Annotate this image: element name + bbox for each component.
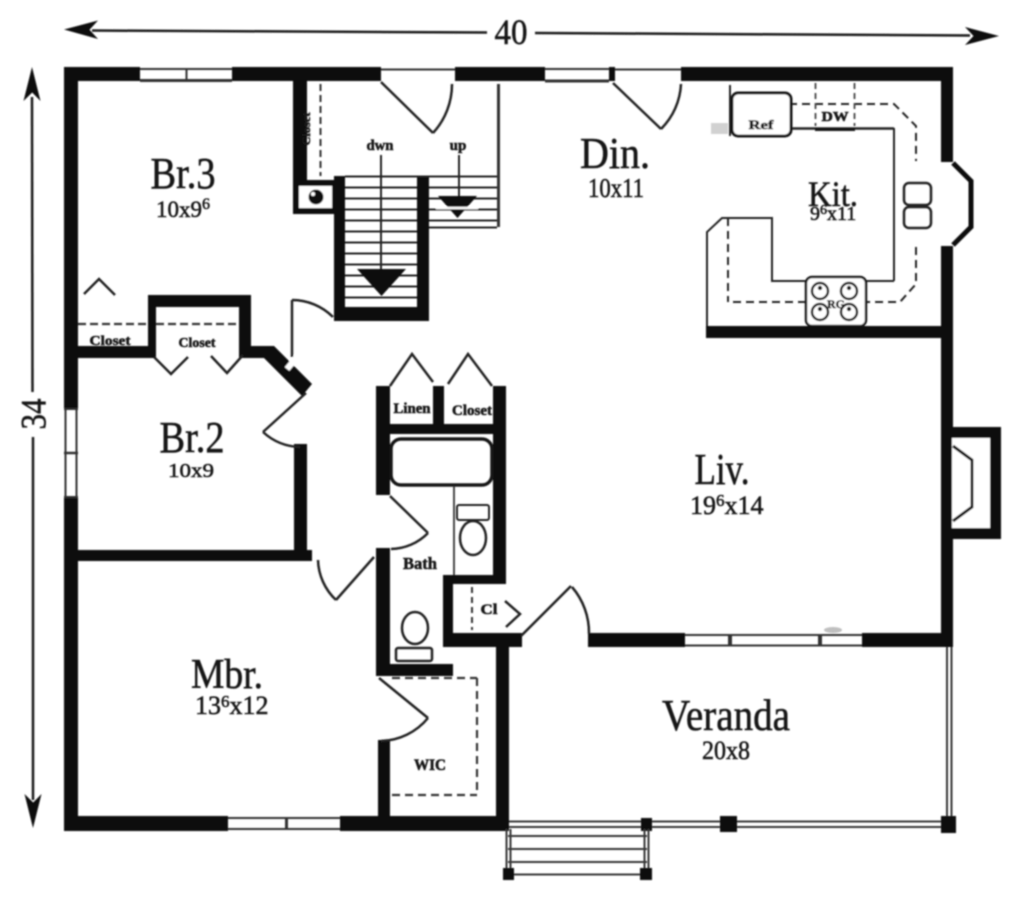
svg-text:Din.: Din.	[580, 129, 650, 178]
svg-text:Closet: Closet	[90, 334, 131, 349]
svg-text:Br.3: Br.3	[151, 149, 216, 198]
svg-text:Cl: Cl	[481, 602, 498, 618]
svg-text:Ref: Ref	[749, 118, 775, 132]
svg-text:20x8: 20x8	[702, 736, 750, 765]
svg-text:34: 34	[14, 399, 54, 430]
svg-text:RG: RG	[827, 297, 845, 311]
svg-text:dwn: dwn	[367, 138, 395, 154]
svg-text:Closet: Closet	[179, 336, 216, 351]
svg-text:10x11: 10x11	[588, 173, 644, 203]
svg-text:Closet: Closet	[452, 403, 492, 419]
svg-text:Veranda: Veranda	[662, 691, 790, 740]
svg-text:Br.2: Br.2	[160, 413, 225, 462]
svg-text:Liv.: Liv.	[695, 445, 750, 494]
svg-text:Mbr.: Mbr.	[191, 652, 263, 698]
svg-text:Bath: Bath	[403, 554, 438, 573]
svg-text:up: up	[450, 138, 467, 154]
svg-text:Kit.: Kit.	[808, 174, 858, 214]
svg-text:10x9: 10x9	[168, 460, 214, 482]
svg-text:DW: DW	[822, 110, 849, 125]
svg-text:96x11: 96x11	[810, 203, 856, 225]
svg-text:136x12: 136x12	[195, 691, 269, 720]
svg-text:196x14: 196x14	[690, 491, 764, 520]
svg-text:WIC: WIC	[414, 757, 446, 774]
svg-text:10x96: 10x96	[156, 196, 210, 222]
svg-text:Closet: Closet	[299, 113, 313, 146]
svg-text:40: 40	[495, 12, 528, 52]
svg-text:Linen: Linen	[394, 401, 432, 417]
